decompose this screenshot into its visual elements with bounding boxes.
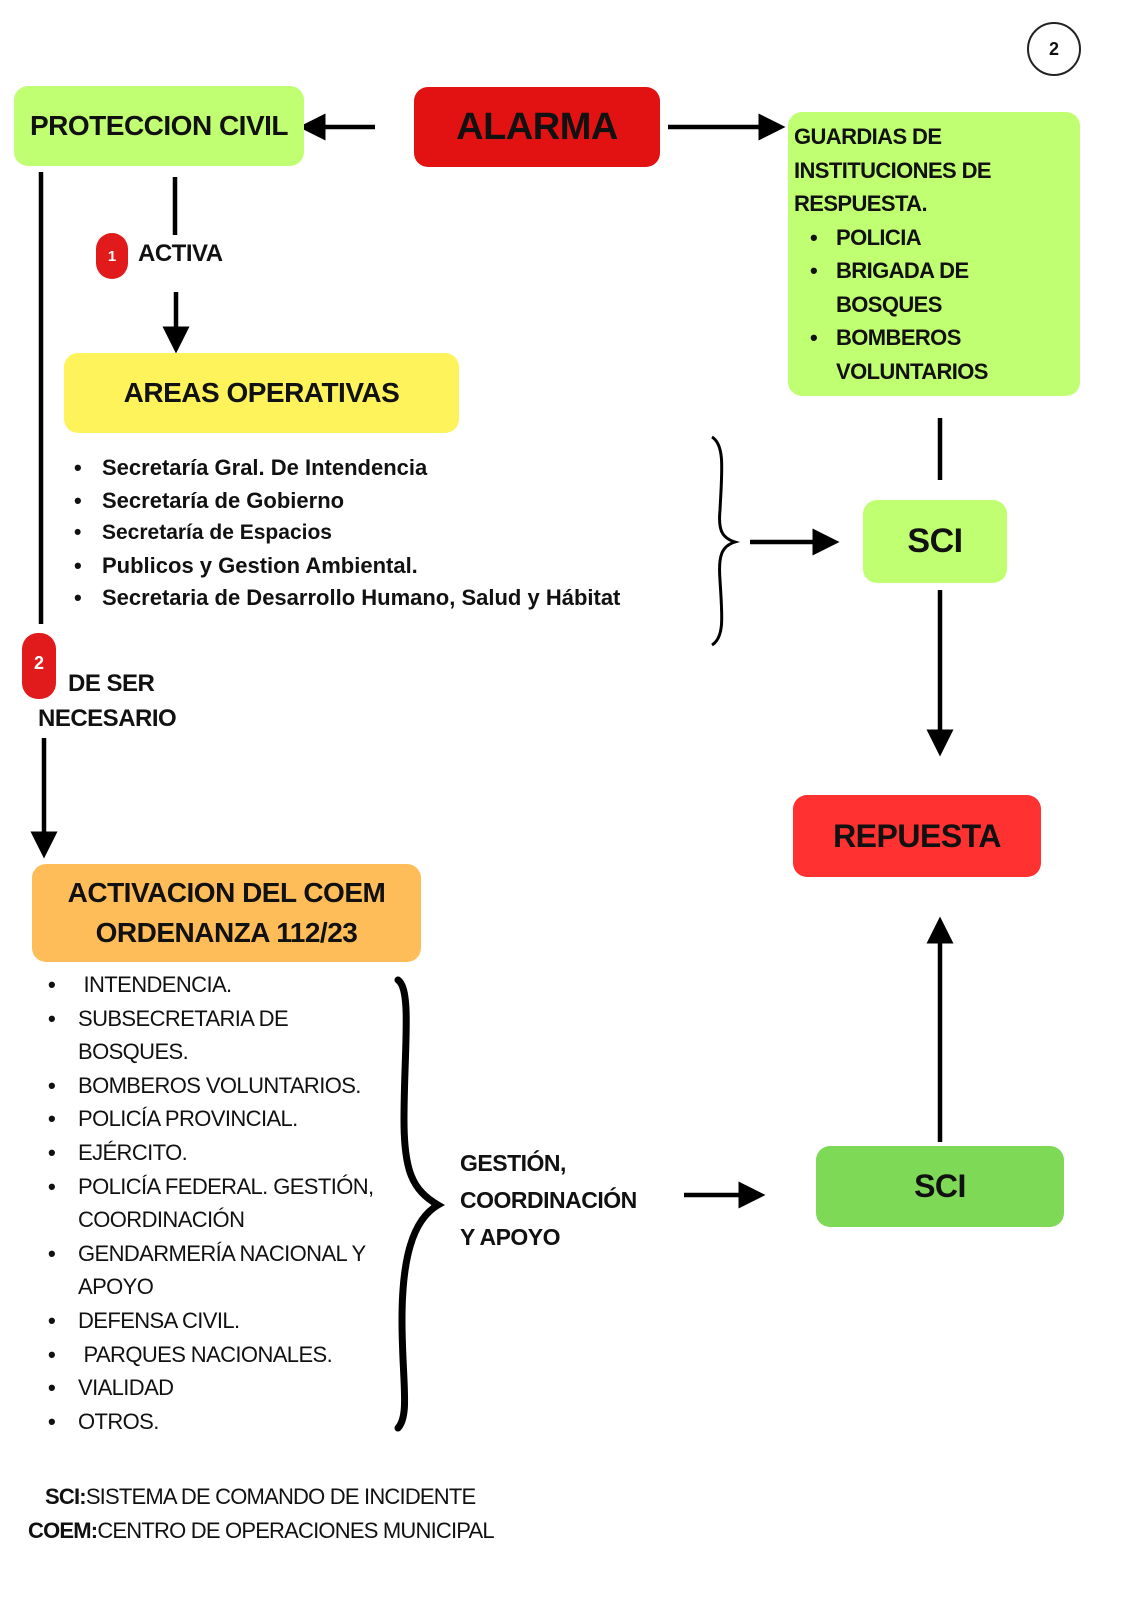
legend: SCI:SISTEMA DE COMANDO DE INCIDENTE COEM…	[28, 1480, 495, 1548]
areas-list-item: Secretaría de Espacios	[74, 517, 714, 550]
coem-list: INTENDENCIA. SUBSECRETARIA DE BOSQUES. B…	[48, 968, 378, 1438]
guardias-item: BOMBEROS VOLUNTARIOS	[794, 321, 996, 388]
step-2-label-line2: NECESARIO	[38, 705, 177, 732]
areas-list-item: Publicos y Gestion Ambiental.	[74, 550, 714, 583]
step-2-badge: 2	[22, 633, 56, 699]
legend-sci: SCI:SISTEMA DE COMANDO DE INCIDENTE	[28, 1480, 494, 1514]
guardias-title-1: GUARDIAS DE	[794, 124, 942, 149]
brace-coem	[394, 976, 445, 1432]
coem-title-line2: ORDENANZA 112/23	[95, 917, 358, 948]
coem-title-line1: ACTIVACION DEL COEM	[67, 877, 386, 908]
guardias-title-2: INSTITUCIONES DE	[794, 157, 992, 183]
guardias-item: BRIGADA DE BOSQUES	[794, 254, 986, 321]
node-repuesta: REPUESTA	[793, 795, 1041, 877]
node-guardias: GUARDIAS DE INSTITUCIONES DE RESPUESTA. …	[788, 112, 1080, 396]
step-1-badge: 1	[96, 233, 128, 279]
legend-sci-text: SISTEMA DE COMANDO DE INCIDENTE	[85, 1484, 476, 1509]
coem-list-item: GENDARMERÍA NACIONAL Y APOYO	[48, 1237, 378, 1304]
legend-coem-abbr: COEM:	[28, 1518, 98, 1543]
node-alarma: ALARMA	[414, 87, 660, 167]
node-areas-operativas: AREAS OPERATIVAS	[64, 353, 459, 433]
coem-list-item: BOMBEROS VOLUNTARIOS.	[48, 1069, 378, 1103]
areas-list-item: Secretaría Gral. De Intendencia	[74, 452, 714, 485]
coem-list-item: PARQUES NACIONALES.	[48, 1338, 378, 1372]
areas-list: Secretaría Gral. De Intendencia Secretar…	[74, 452, 714, 615]
node-sci-top: SCI	[863, 500, 1007, 583]
legend-sci-abbr: SCI:	[45, 1484, 87, 1509]
coem-list-item: POLICÍA PROVINCIAL.	[48, 1102, 378, 1136]
gestion-line: COORDINACIÓN	[460, 1187, 637, 1213]
step-2-label-line1: DE SER	[68, 670, 155, 697]
gestion-line: GESTIÓN,	[460, 1150, 566, 1176]
coem-list-item: INTENDENCIA.	[48, 968, 378, 1002]
step-1-label: ACTIVA	[138, 240, 223, 267]
legend-coem-text: CENTRO DE OPERACIONES MUNICIPAL	[97, 1518, 494, 1543]
gestion-label: GESTIÓN, COORDINACIÓN Y APOYO	[460, 1145, 637, 1256]
coem-list-item: VIALIDAD	[48, 1371, 378, 1405]
gestion-line: Y APOYO	[460, 1224, 561, 1250]
coem-list-item: DEFENSA CIVIL.	[48, 1304, 378, 1338]
areas-list-item: Secretaria de Desarrollo Humano, Salud y…	[74, 582, 714, 615]
node-sci-bottom: SCI	[816, 1146, 1064, 1227]
coem-list-item: SUBSECRETARIA DE BOSQUES.	[48, 1002, 308, 1069]
node-activacion-coem: ACTIVACION DEL COEM ORDENANZA 112/23	[32, 864, 421, 962]
areas-list-item: Secretaría de Gobierno	[74, 485, 714, 518]
brace-areas	[711, 435, 741, 647]
legend-coem: COEM:CENTRO DE OPERACIONES MUNICIPAL	[28, 1514, 495, 1548]
page-number: 2	[1027, 22, 1081, 76]
coem-list-item: OTROS.	[48, 1405, 378, 1439]
node-proteccion-civil: PROTECCION CIVIL	[14, 86, 304, 166]
guardias-item: POLICIA	[794, 221, 1074, 255]
coem-list-item: EJÉRCITO.	[48, 1136, 378, 1170]
guardias-title-3: RESPUESTA.	[794, 191, 928, 216]
coem-list-item: POLICÍA FEDERAL. GESTIÓN, COORDINACIÓN	[48, 1170, 378, 1237]
